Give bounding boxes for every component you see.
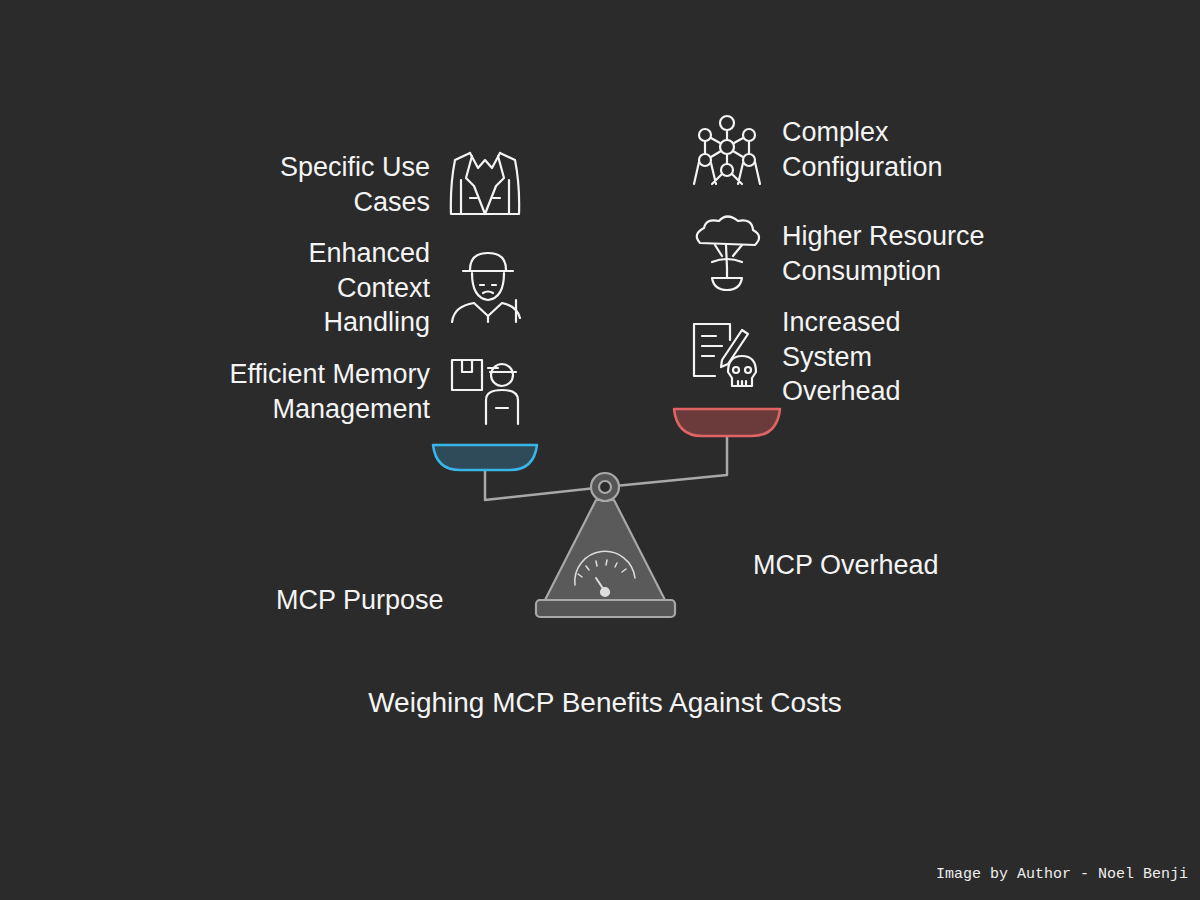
cost-label: Complex Configuration	[782, 115, 982, 184]
cloud-bonsai-icon	[697, 217, 759, 291]
watermark: Image by Author - Noel Benji	[936, 866, 1188, 884]
benefit-label: Specific Use Cases	[255, 150, 430, 219]
document-skull-icon	[694, 324, 756, 386]
benefit-pan	[433, 445, 537, 470]
man-hat-icon	[452, 253, 520, 322]
benefit-label: Enhanced Context Handling	[290, 236, 430, 340]
benefit-label: Efficient Memory Management	[200, 357, 430, 426]
side-label: MCP Overhead	[753, 548, 1013, 583]
delivery-icon	[452, 360, 518, 424]
molecule-icon	[694, 116, 760, 184]
cost-label: Increased System Overhead	[782, 305, 927, 409]
diagram-title: Weighing MCP Benefits Against Costs	[0, 686, 1200, 721]
side-label: MCP Purpose	[276, 583, 536, 618]
cost-label: Higher Resource Consumption	[782, 219, 1007, 288]
cost-pan	[674, 409, 780, 436]
jacket-icon	[451, 153, 519, 214]
